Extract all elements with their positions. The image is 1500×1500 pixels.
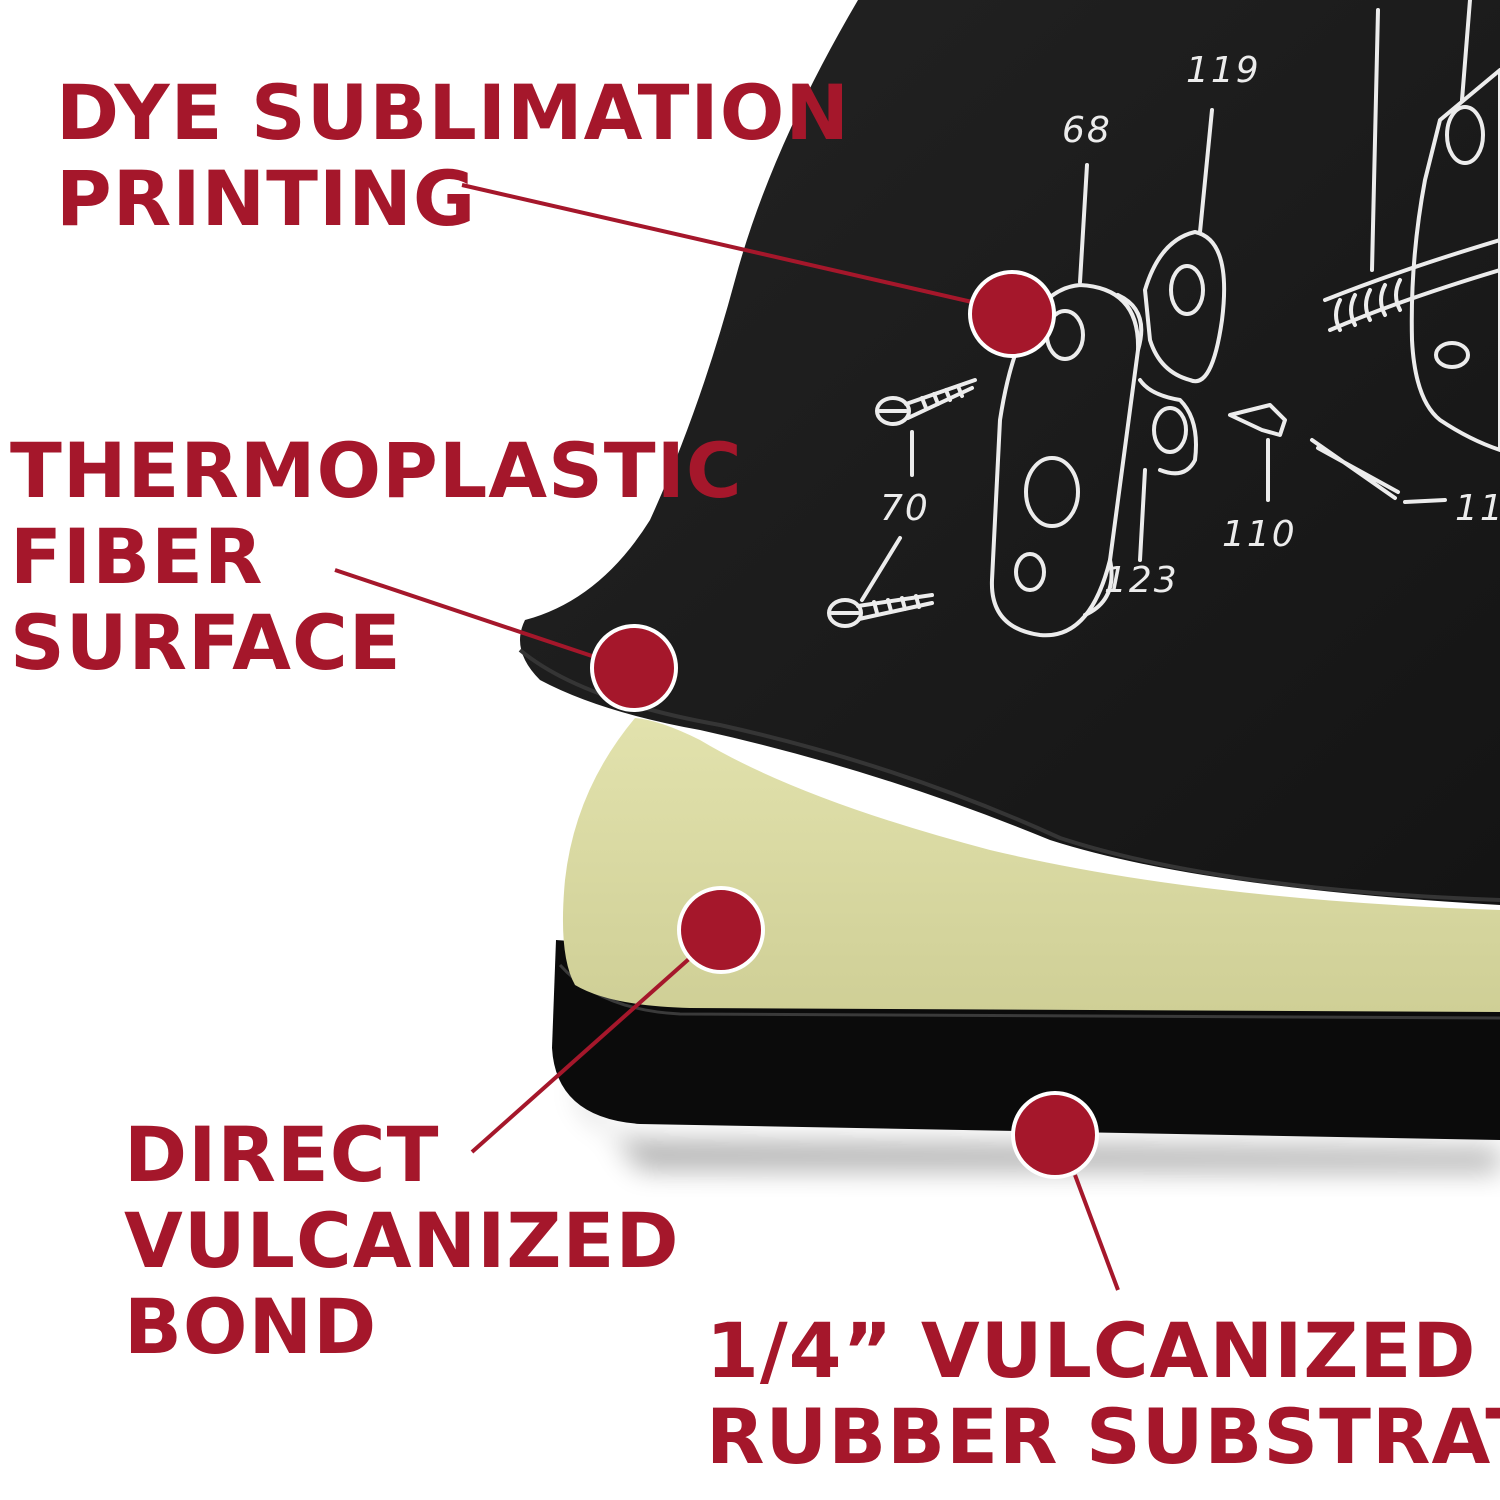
right-assembly-part (1323, 0, 1500, 452)
callout-label-rubber-substrate: 1/4” VULCANIZED RUBBER SUBSTRATE (706, 1308, 1500, 1480)
callout-line: RUBBER SUBSTRATE (706, 1392, 1500, 1481)
part-number-119: 119 (1186, 50, 1261, 91)
part-number-70: 70 (880, 488, 930, 529)
callout-line: DYE SUBLIMATION (56, 68, 850, 157)
callout-line: 1/4” VULCANIZED (706, 1306, 1477, 1395)
plate-part-119 (1138, 230, 1227, 476)
thermoplastic-fiber-surface (520, 0, 1500, 905)
callout-line: THERMOPLASTIC (10, 426, 743, 515)
mat-shadow (575, 1080, 1500, 1170)
callout-label-thermoplastic-surface: THERMOPLASTIC FIBER SURFACE (10, 428, 743, 686)
callout-line: SURFACE (10, 598, 402, 687)
part-number-110: 110 (1222, 514, 1297, 555)
leader-line-dye (461, 183, 973, 304)
marker-dot-rubber (1011, 1091, 1099, 1179)
callout-line: BOND (124, 1282, 378, 1371)
part-number-11: 11 (1455, 488, 1500, 529)
pin-part (1310, 438, 1400, 500)
marker-dot-bond (677, 886, 765, 974)
part-number-68: 68 (1062, 110, 1112, 151)
leader-line-bond (470, 956, 692, 1154)
callout-line: FIBER (10, 512, 264, 601)
callout-line: VULCANIZED (124, 1196, 680, 1285)
callout-line: DIRECT (124, 1110, 440, 1199)
leader-line-rubber (1073, 1174, 1120, 1291)
callout-label-vulcanized-bond: DIRECT VULCANIZED BOND (124, 1112, 680, 1370)
marker-dot-dye (968, 270, 1056, 358)
part-number-123: 123 (1104, 560, 1179, 601)
block-part-110 (1228, 403, 1287, 437)
callout-line: PRINTING (56, 154, 477, 243)
screw-part-upper (875, 378, 977, 426)
screw-part-lower (827, 593, 934, 628)
marker-dot-thermo (590, 624, 678, 712)
callout-label-dye-sublimation: DYE SUBLIMATION PRINTING (56, 70, 850, 242)
exploded-parts-line-art (827, 0, 1500, 638)
vulcanized-bond-layer (562, 718, 1500, 1012)
leader-line-thermo (334, 568, 599, 660)
